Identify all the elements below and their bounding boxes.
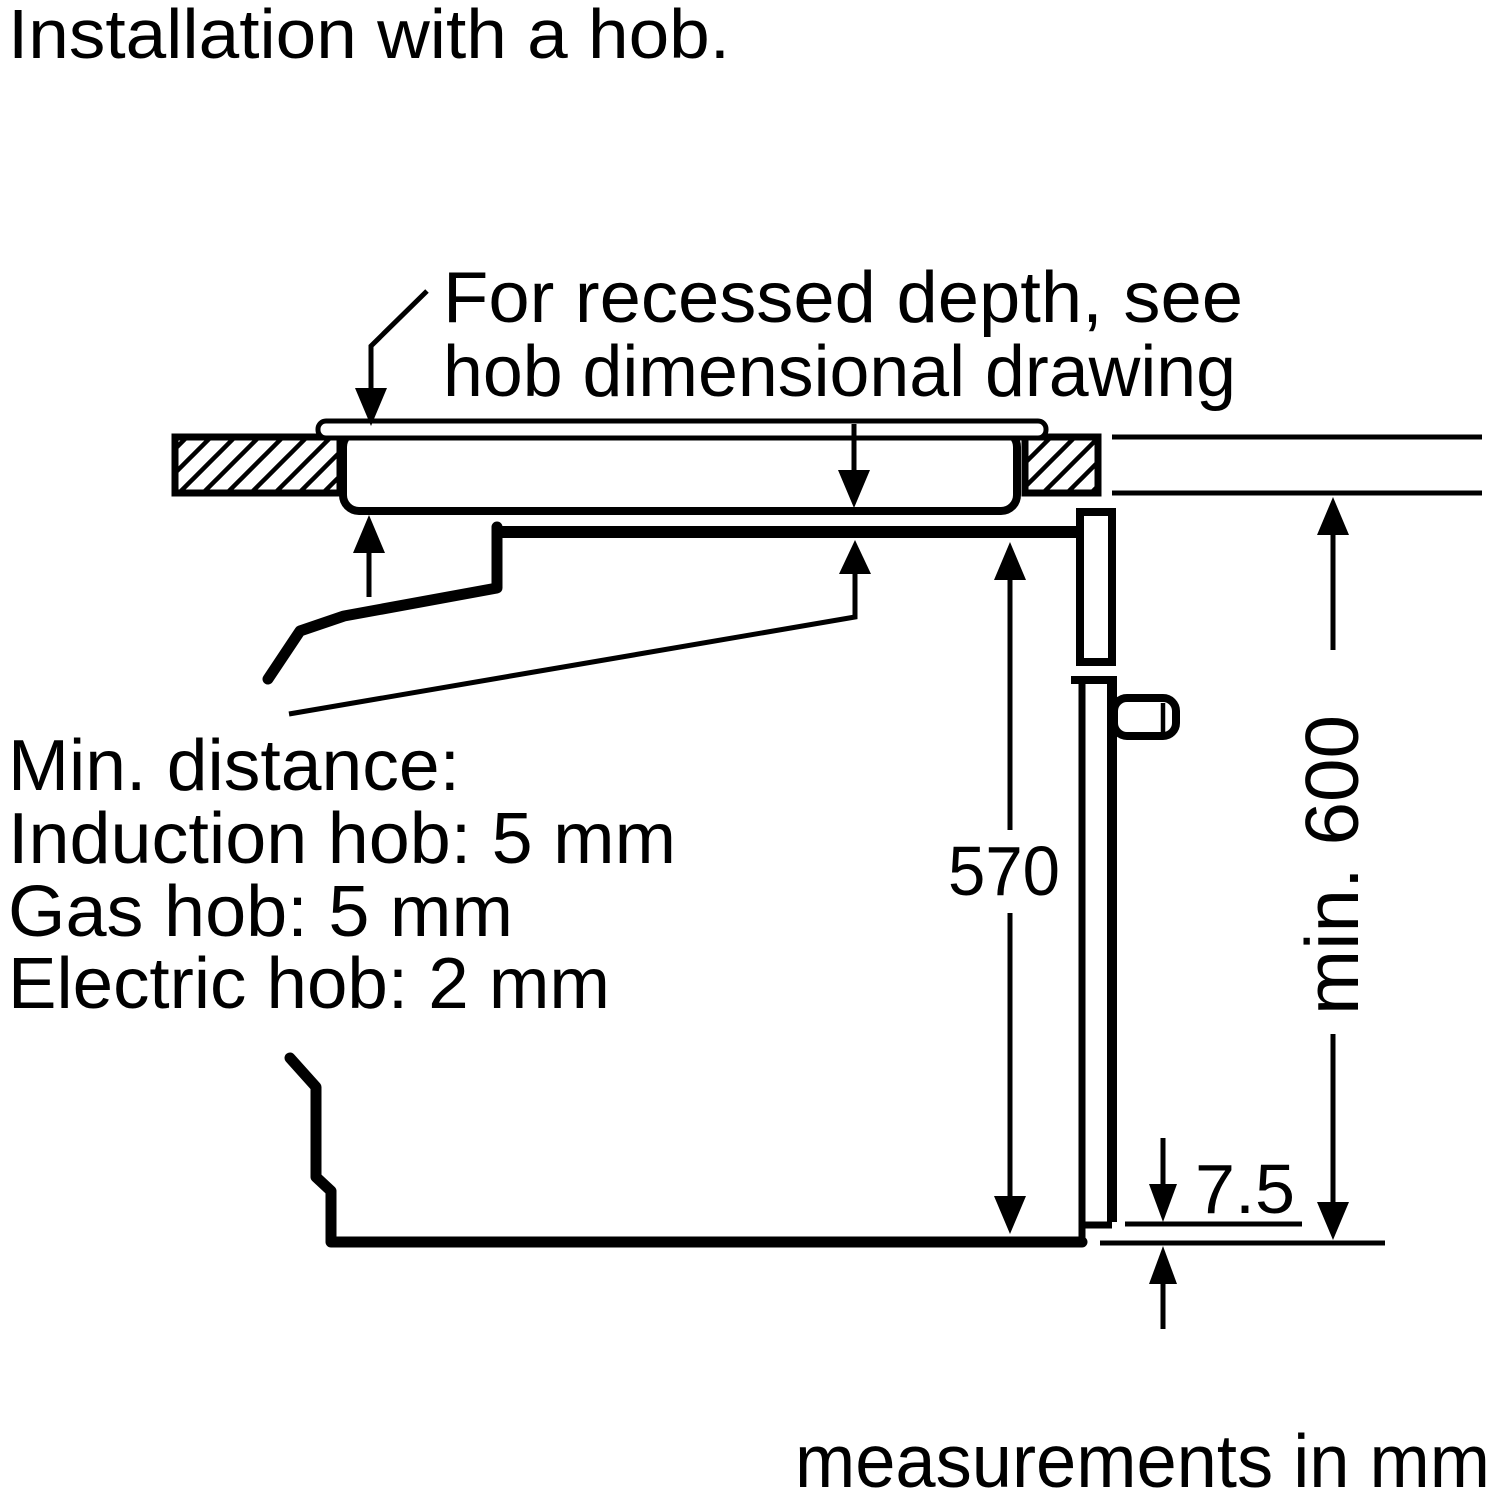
recessed-depth-note-line2: hob dimensional drawing [443,332,1236,412]
oven-section [262,508,1180,1248]
hob-section [315,418,1049,515]
hob-inner-depth-arrowhead-down [838,470,870,508]
dim-570-label: 570 [948,832,1060,910]
recessed-depth-leader-line [368,289,429,388]
worktop-right-block [1021,433,1102,497]
oven-top-break-line [262,521,503,685]
recessed-depth-arrowhead-down [355,388,387,426]
recessed-depth-note-line1: For recessed depth, see [443,258,1243,338]
min-distance-note-line2: Induction hob: 5 mm [8,799,676,879]
min-distance-note-line4: Electric hob: 2 mm [8,944,610,1024]
dim-75-arrowhead-up [1149,1246,1177,1284]
dimension-570: 570 [948,542,1060,1234]
min-distance-callout [288,515,871,717]
oven-control-panel [1076,508,1116,666]
min-distance-note-line1: Min. distance: [8,726,460,806]
worktop-left-block [171,433,344,497]
dim-600-arrowhead-down [1317,1202,1349,1240]
recessed-depth-callout [355,289,870,508]
footer-units-label: measurements in mm [795,1419,1490,1500]
worktop-continuation-lines [1112,434,1482,496]
oven-bottom-break-line [284,1052,1088,1248]
min-distance-leader-line [288,574,858,717]
dim-75-arrowhead-down [1149,1184,1177,1222]
oven-control-knob [1110,694,1180,740]
dim-600-arrowhead-up [1317,497,1349,535]
hob-tub [339,427,1021,515]
dim-570-arrowhead-up [994,542,1026,580]
dim-600-label: min. 600 [1290,715,1374,1015]
hob-underside-arrowhead-up [353,515,385,553]
dim-75-label: 7.5 [1195,1150,1295,1228]
dimension-7-5: 7.5 [1100,1138,1385,1329]
dimension-min-600: min. 600 [1290,497,1374,1240]
hob-top-lip [315,418,1049,441]
oven-top-arrowhead-up [839,540,871,574]
dim-570-arrowhead-down [994,1196,1026,1234]
worktop-section [171,433,1482,497]
page-title: Installation with a hob. [8,0,730,73]
min-distance-note-line3: Gas hob: 5 mm [8,872,513,952]
